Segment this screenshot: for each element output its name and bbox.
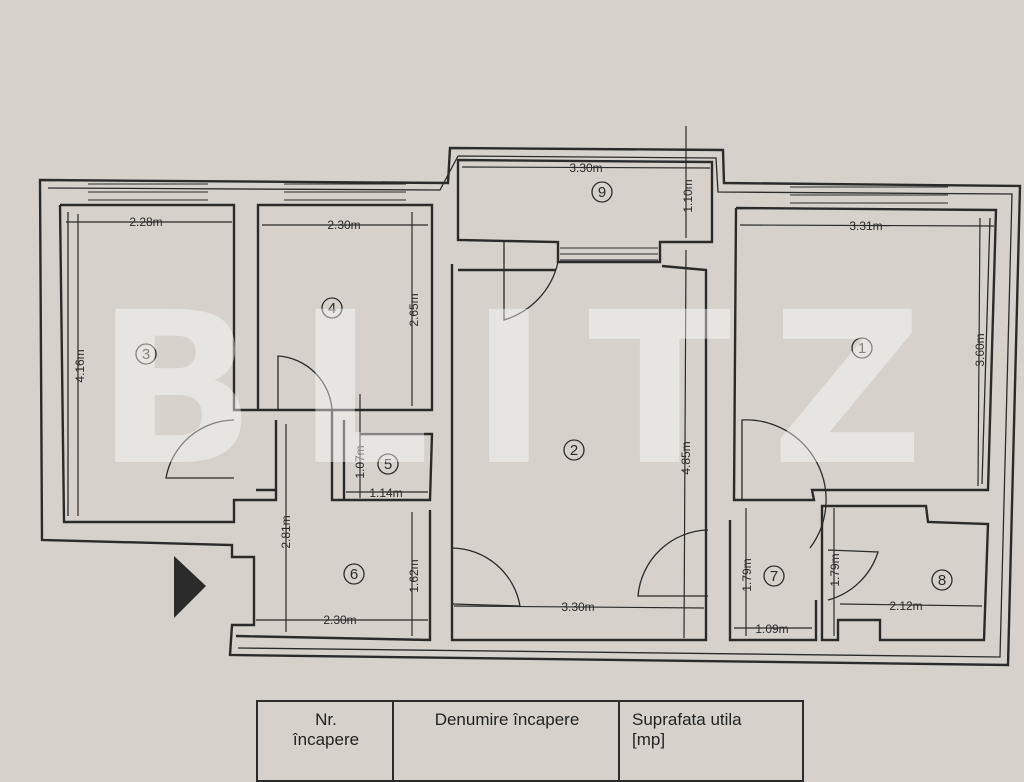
door-swing-icon	[277, 355, 333, 411]
dim-r4-depth: 2.65m	[407, 293, 421, 326]
door-swing-icon	[451, 547, 521, 607]
room-number-6: 6	[350, 566, 358, 583]
dim-r6-door: 1.62m	[407, 559, 421, 592]
dim-r4-width: 2.30m	[327, 218, 360, 232]
dim-r7-width: 1.09m	[755, 622, 788, 636]
window-icon	[88, 183, 948, 204]
entrance-arrow-icon	[174, 556, 206, 618]
table-header-row: Nr. încapere Denumire încapere Suprafata…	[256, 700, 804, 782]
room-number-3: 3	[142, 346, 150, 363]
room-6	[235, 420, 521, 642]
header-room-number: Nr. încapere	[256, 700, 394, 782]
room-number-1: 1	[858, 340, 866, 357]
dim-r6-width: 2.30m	[323, 613, 356, 627]
dim-r8-width: 2.12m	[889, 599, 922, 613]
room-number-4: 4	[328, 300, 336, 317]
door-swing-icon	[827, 549, 879, 601]
dim-r9-width: 3.30m	[569, 161, 602, 175]
door-swing-icon	[637, 529, 709, 597]
header-room-number-line1: Nr.	[315, 710, 337, 729]
header-useful-area: Suprafata utila [mp]	[618, 700, 804, 782]
floor-plan: 3.30m 1.10m 2.28m 4.16m 2.30m 2.65m 3.31…	[38, 126, 1022, 667]
dim-r7-depth: 1.79m	[740, 558, 754, 591]
room-number-9: 9	[598, 184, 606, 201]
room-markers: 9 3 4 1 2 5 6 7 8	[135, 181, 953, 591]
room-number-2: 2	[570, 442, 578, 459]
room-9-balcony	[456, 158, 714, 321]
dim-r2-width: 3.30m	[561, 600, 594, 614]
dim-r6-depth: 2.81m	[279, 515, 293, 548]
dim-r3-width: 2.28m	[129, 215, 162, 229]
room-2	[450, 264, 708, 642]
header-room-number-line2: încapere	[292, 730, 360, 749]
room-5	[330, 410, 434, 502]
dimension-labels: 3.30m 1.10m 2.28m 4.16m 2.30m 2.65m 3.31…	[73, 161, 987, 636]
watermark: BLITZ	[96, 267, 964, 512]
room-7	[637, 520, 818, 642]
room-number-7: 7	[770, 568, 778, 585]
dim-r3-depth: 4.16m	[73, 349, 87, 382]
window-icon	[560, 247, 658, 261]
dim-r2-depth: 4.85m	[679, 441, 693, 474]
header-useful-area-line2: [mp]	[632, 730, 666, 749]
room-3	[58, 183, 948, 524]
dim-r5-depth: 1.07m	[353, 445, 367, 478]
room-number-5: 5	[384, 456, 392, 473]
outer-walls	[38, 146, 1022, 667]
dim-r9-depth: 1.10m	[681, 179, 695, 212]
header-useful-area-line1: Suprafata utila	[632, 710, 742, 729]
dim-r8-depth: 1.79m	[828, 553, 842, 586]
room-legend-table: Nr. încapere Denumire încapere Suprafata…	[256, 700, 804, 782]
dimension-lines	[66, 126, 995, 639]
door-swing-icon	[165, 419, 235, 479]
dim-r1-width: 3.31m	[849, 219, 882, 233]
door-swing-icon	[503, 242, 559, 321]
room-8	[820, 504, 990, 642]
dim-r1-depth: 3.60m	[973, 333, 987, 366]
room-number-8: 8	[938, 572, 946, 589]
header-room-name: Denumire încapere	[392, 700, 620, 782]
dim-r5-width: 1.14m	[369, 486, 402, 500]
